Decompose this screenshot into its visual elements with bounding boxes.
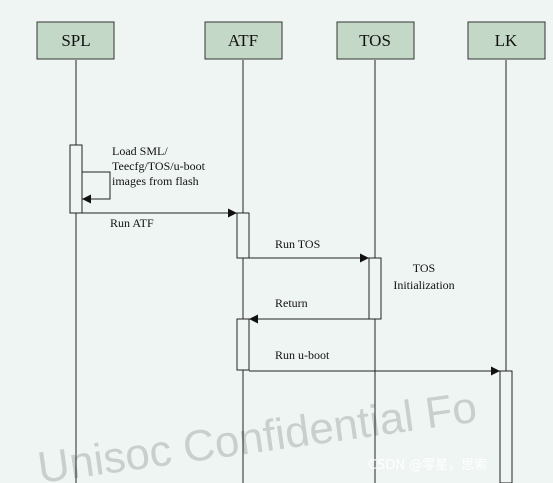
lifeline-title-lk: LK — [495, 31, 518, 50]
activation-spl — [69, 144, 83, 214]
lifeline-header-spl: SPL — [36, 21, 115, 60]
self-message-label-line1: Load SML/ — [112, 144, 168, 158]
lifeline-header-lk: LK — [467, 21, 546, 60]
activation-atf-1 — [236, 212, 250, 259]
run-atf-label: Run ATF — [110, 216, 154, 230]
lifeline-title-atf: ATF — [228, 31, 258, 50]
self-message-label-line3: images from flash — [112, 174, 199, 188]
lifeline-header-tos: TOS — [336, 21, 415, 60]
activation-atf-2 — [236, 318, 250, 371]
lifeline-title-tos: TOS — [359, 31, 391, 50]
run-uboot-label: Run u-boot — [275, 348, 330, 362]
lifeline-header-atf: ATF — [204, 21, 283, 60]
activation-lk — [499, 370, 513, 483]
tos-init-note-line1: TOS — [413, 261, 435, 275]
lifeline-title-spl: SPL — [61, 31, 90, 50]
self-message-arrow — [82, 171, 111, 204]
run-tos-label: Run TOS — [275, 237, 320, 251]
return-label: Return — [275, 296, 308, 310]
tos-init-note-line2: Initialization — [393, 278, 454, 292]
self-message-label-line2: Teecfg/TOS/u-boot — [112, 159, 206, 173]
activation-tos — [368, 257, 382, 320]
csdn-watermark: CSDN @零星，思索 — [368, 458, 487, 473]
